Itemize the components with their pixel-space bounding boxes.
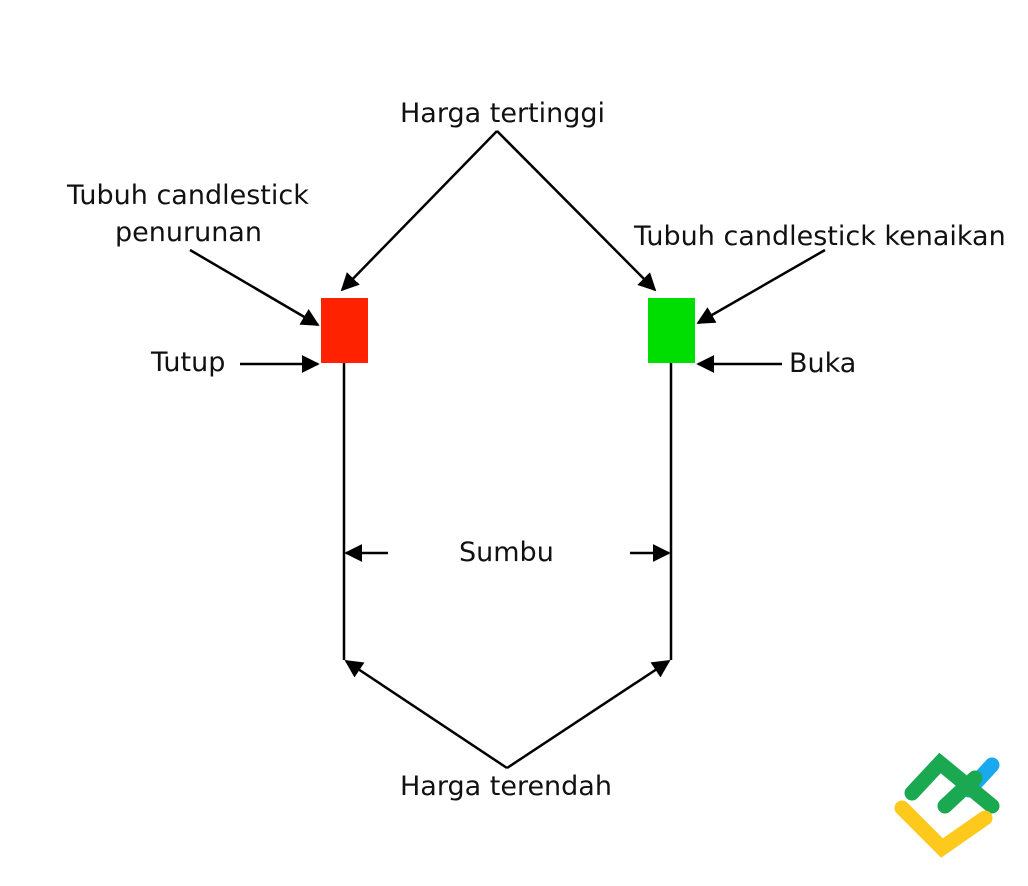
bearish-candle-body <box>321 298 368 363</box>
label-open: Buka <box>789 348 857 379</box>
bear-body-arrow <box>189 248 320 327</box>
low-arrow-left <box>344 659 508 770</box>
label-close: Tutup <box>151 347 226 378</box>
label-bull-body: Tubuh candlestick kenaikan <box>634 221 1006 252</box>
high-arrow-right <box>496 130 657 292</box>
brand-logo-icon <box>894 752 1000 858</box>
low-arrow-right <box>506 659 671 770</box>
bullish-candle-body <box>648 298 695 363</box>
bull-body-arrow <box>696 248 826 325</box>
high-arrow-left <box>340 130 498 292</box>
label-high: Harga tertinggi <box>400 98 606 129</box>
label-wick: Sumbu <box>459 537 554 568</box>
label-low: Harga terendah <box>400 771 612 802</box>
label-bear-body-line2: penurunan <box>115 217 262 248</box>
label-bear-body-line1: Tubuh candlestick <box>67 180 309 211</box>
